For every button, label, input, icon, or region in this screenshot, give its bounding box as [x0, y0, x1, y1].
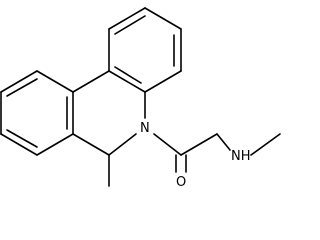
nitrogen-ring-label: N — [140, 121, 150, 136]
central-ring — [72, 70, 146, 156]
acyl-side-chain — [153, 133, 281, 173]
oxygen-label: O — [176, 175, 186, 190]
bond-carbonyl-ch2 — [180, 133, 218, 156]
bond — [144, 70, 182, 93]
bond — [108, 7, 146, 30]
bond-nitrogen-ch — [108, 133, 137, 156]
bond — [0, 70, 38, 93]
amine-label: NH — [231, 149, 251, 164]
bond — [144, 7, 182, 30]
bond-amine-methyl — [250, 133, 281, 156]
bond — [72, 133, 110, 156]
bond — [72, 70, 110, 93]
bond — [108, 70, 146, 93]
double-bond-inner — [114, 15, 146, 35]
double-bond-inner — [6, 78, 38, 97]
double-bond-inner — [114, 66, 142, 84]
double-bond-inner — [6, 129, 38, 148]
bond — [0, 133, 38, 156]
bond-ch2-amine — [216, 133, 231, 151]
bond — [36, 70, 74, 93]
lower-benzene-ring — [0, 70, 74, 156]
upper-benzene-ring — [108, 7, 182, 93]
bond-nitrogen-carbonyl — [153, 133, 182, 156]
chemical-structure-diagram: N O NH — [0, 7, 281, 190]
bond — [36, 133, 74, 156]
molecule-canvas: N O NH — [0, 7, 281, 190]
